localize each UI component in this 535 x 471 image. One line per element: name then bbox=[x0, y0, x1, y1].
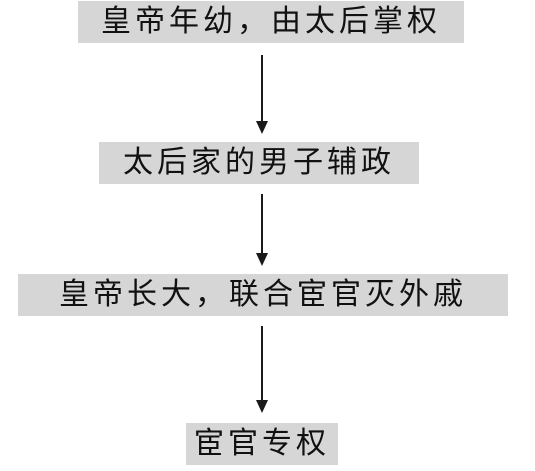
flow-step-4: 宦官专权 bbox=[186, 423, 338, 465]
flow-step-2: 太后家的男子辅政 bbox=[99, 142, 419, 184]
flow-step-1: 皇帝年幼，由太后掌权 bbox=[78, 1, 464, 43]
arrow-2-to-3 bbox=[256, 194, 268, 266]
arrow-1-to-2 bbox=[256, 55, 268, 134]
arrow-3-to-4 bbox=[256, 326, 268, 413]
flow-step-3: 皇帝长大，联合宦官灭外戚 bbox=[18, 274, 508, 316]
